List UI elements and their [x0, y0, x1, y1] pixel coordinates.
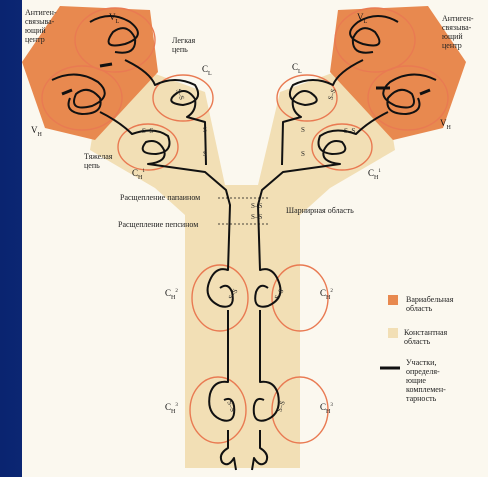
cl-label-left: CL	[202, 64, 212, 77]
cl-label-right: CL	[292, 62, 302, 75]
ch2-label-left: CH2	[165, 288, 178, 301]
light-chain-label: Легкая цепь	[172, 36, 195, 54]
disulfide-ch1-left: S–S	[142, 127, 153, 136]
heavy-chain-label: Тяжелая цепь	[84, 152, 112, 170]
disulfide-interchain-right-s1: S	[301, 126, 305, 135]
legend-constant-label: Константная область	[404, 328, 447, 346]
vh-label-left: VH	[31, 125, 42, 138]
ch3-label-left: CH3	[165, 402, 178, 415]
vl-label-left: VL	[109, 12, 119, 25]
disulfide-hinge-1: S–S	[251, 202, 262, 211]
pepsin-cleavage-label: Расщепление пепсином	[118, 220, 198, 229]
disulfide-interchain-left-s1: S	[203, 126, 207, 135]
ch1-label-left: CH1	[132, 168, 145, 181]
hinge-region-label: Шарнирная область	[286, 206, 354, 215]
disulfide-hinge-2: S–S	[251, 213, 262, 222]
ch2-label-right: CH2	[320, 288, 333, 301]
legend-swatch-variable	[388, 295, 398, 305]
disulfide-ch1-right: S–S	[344, 127, 355, 136]
ch1-label-right: CH1	[368, 168, 381, 181]
ch3-label-right: CH3	[320, 402, 333, 415]
disulfide-interchain-left-s2: S	[203, 150, 207, 159]
antigen-binding-site-label-left: Антиген- связыва- ющий центр	[25, 8, 57, 44]
figure-sheet: S–S S–S S–S S–S S S S S S–S S–S S–S S–S …	[22, 0, 488, 477]
legend-variable-label: Вариабельная область	[406, 295, 453, 313]
antigen-binding-site-label-right: Антиген- связыва- ющий центр	[442, 14, 474, 50]
disulfide-interchain-right-s2: S	[301, 150, 305, 159]
legend-swatch-constant	[388, 328, 398, 338]
cdr-mark-left-1	[100, 64, 112, 66]
legend-cdr-label: Участки, определя- ющие комплемен- тарно…	[406, 358, 446, 403]
vh-label-right: VH	[440, 118, 451, 131]
papain-cleavage-label: Расщепление папаином	[120, 193, 200, 202]
vl-label-right: VL	[357, 12, 367, 25]
antibody-diagram	[22, 0, 488, 477]
